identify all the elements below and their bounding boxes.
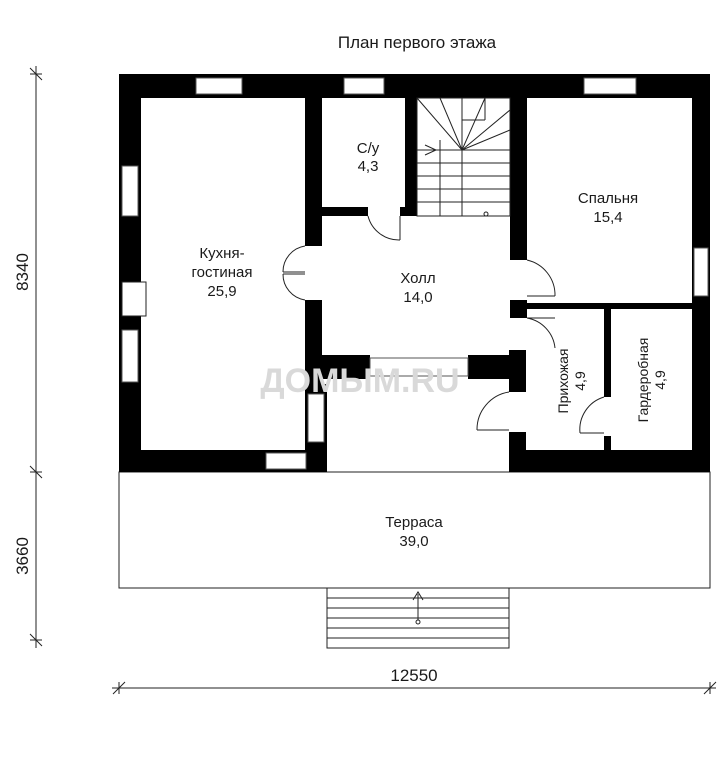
doors (282, 215, 605, 434)
wc-area: 4,3 (358, 158, 379, 175)
bedroom-name: Спальня (578, 190, 638, 207)
chimney-niche (121, 281, 147, 317)
window-hall-bottom (369, 357, 469, 377)
window-bedroom-right (693, 247, 709, 297)
dimension-vertical: 8340 3660 (13, 66, 43, 648)
room-labels: Кухня- гостиная 25,9 С/у 4,3 Спальня 15,… (192, 140, 668, 550)
entry-area: 4,9 (572, 371, 588, 391)
dim-terrace-depth: 3660 (13, 537, 32, 575)
wardrobe-area: 4,9 (652, 370, 668, 390)
hall-area: 14,0 (403, 289, 432, 306)
window-kitchen-left-2 (121, 329, 139, 383)
hall-name: Холл (400, 270, 435, 287)
window-kitchen-bottom (265, 452, 307, 470)
terrace-area: 39,0 (399, 533, 428, 550)
entry-name: Прихожая (555, 349, 571, 414)
dimension-horizontal: 12550 (112, 666, 717, 695)
wardrobe-name: Гардеробная (635, 338, 651, 423)
entrance-steps (326, 587, 510, 649)
window-kitchen-top (195, 77, 243, 95)
kitchen-name-line1: Кухня- (199, 245, 244, 262)
watermark: ДОМЫМ.RU (260, 362, 459, 400)
kitchen-name-line2: гостиная (192, 264, 253, 281)
kitchen-area: 25,9 (207, 283, 236, 300)
plan-title: План первого этажа (338, 33, 497, 52)
staircase (416, 97, 511, 217)
window-wc-top (343, 77, 385, 95)
terrace-name: Терраса (385, 514, 443, 531)
windows (121, 77, 709, 470)
dim-house-depth: 8340 (13, 253, 32, 291)
wc-name: С/у (357, 140, 380, 157)
window-kitchen-left-1 (121, 165, 139, 217)
dim-total-width: 12550 (390, 666, 437, 685)
bedroom-area: 15,4 (593, 209, 622, 226)
window-bedroom-top (583, 77, 637, 95)
window-kitchen-right (307, 393, 325, 443)
